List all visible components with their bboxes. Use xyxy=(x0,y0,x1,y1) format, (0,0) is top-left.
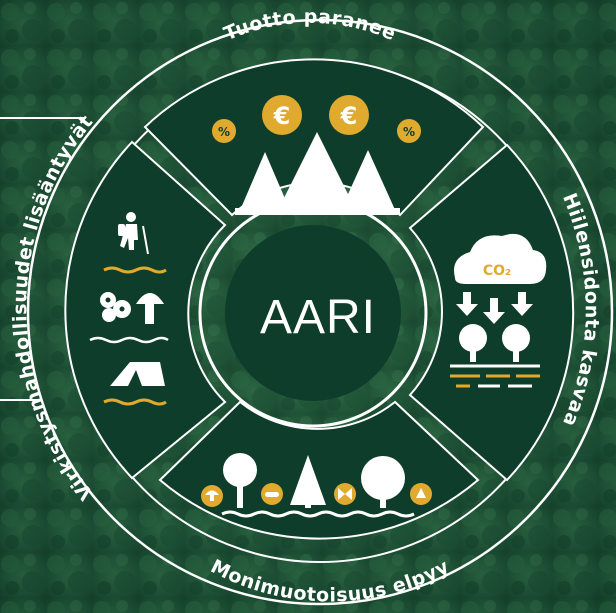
mushroom-icon xyxy=(136,293,164,324)
co2-cloud-icon: CO₂ xyxy=(454,233,547,284)
mushroom-badge-icon xyxy=(201,485,223,507)
spruce-trees-icon xyxy=(235,132,400,215)
svg-text:€: € xyxy=(340,102,358,130)
berries-icon xyxy=(100,292,131,322)
hiker-icon xyxy=(118,212,149,255)
percent-badge-icon: % xyxy=(397,119,421,143)
deciduous-tree-icon xyxy=(223,453,257,508)
svg-text:%: % xyxy=(403,125,415,139)
worm-badge-icon xyxy=(261,483,283,505)
ground-line-icon xyxy=(221,510,415,518)
outer-ring-circle xyxy=(26,18,614,606)
bird-badge-icon xyxy=(410,483,432,505)
butterfly-badge-icon xyxy=(334,483,356,505)
tree-icon xyxy=(459,324,530,362)
wave-gold-bottom-icon xyxy=(103,398,167,406)
left-icons xyxy=(89,212,169,406)
tent-icon xyxy=(110,362,165,386)
euro-coin-icon: € xyxy=(262,95,302,135)
panel-top xyxy=(143,58,485,217)
center-label: AARI xyxy=(260,291,376,344)
center-disc xyxy=(225,225,401,401)
ground-lines-icon xyxy=(450,364,540,388)
wave-white-icon xyxy=(89,336,169,344)
percent-badge-icon: % xyxy=(212,119,236,143)
right-icons: CO₂ xyxy=(450,233,547,388)
svg-text:%: % xyxy=(218,125,230,139)
top-icons: % € € % xyxy=(212,95,421,215)
euro-coin-icon: € xyxy=(329,95,369,135)
bottom-icons xyxy=(201,453,432,518)
spruce-icon xyxy=(290,455,326,508)
round-tree-icon xyxy=(361,456,405,508)
svg-text:CO₂: CO₂ xyxy=(483,263,511,279)
down-arrow-icon xyxy=(456,292,533,324)
wave-gold-icon xyxy=(103,266,167,274)
svg-text:€: € xyxy=(273,102,291,130)
